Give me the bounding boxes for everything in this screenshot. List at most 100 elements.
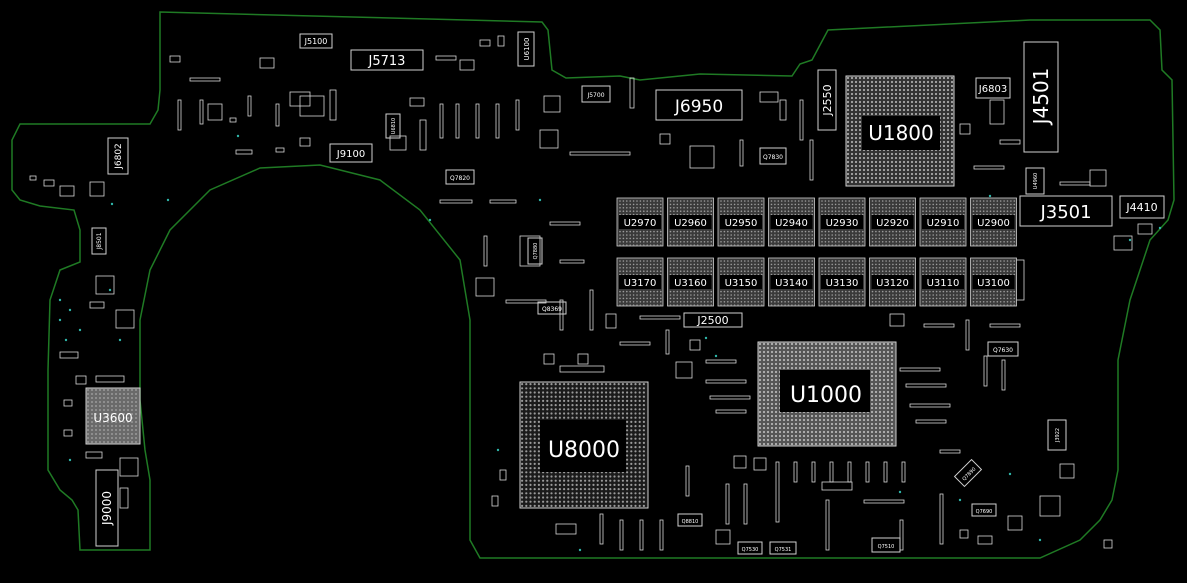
bga-ball [898, 207, 901, 209]
bga-ball [798, 442, 802, 446]
bga-ball [866, 350, 870, 354]
bga-ball [878, 112, 882, 116]
bga-ball [740, 230, 743, 233]
bga-ball [703, 260, 706, 262]
bga-ball [942, 108, 946, 112]
bga-ball [787, 207, 790, 209]
bga-ball [777, 244, 780, 246]
bga-ball [127, 409, 129, 411]
bga-ball [727, 244, 729, 246]
bga-ball [703, 207, 706, 209]
bga-ball [638, 412, 641, 415]
bga-ball [521, 475, 524, 478]
bga-ball [976, 294, 978, 296]
bga-ball [638, 425, 641, 428]
bga-ball [942, 237, 945, 240]
bga-ball [758, 374, 762, 378]
bga-ball [131, 389, 133, 391]
bga-ball [862, 430, 866, 434]
memory-chip-label-plate [770, 215, 813, 229]
bga-ball [584, 412, 587, 415]
bga-ball [831, 230, 833, 233]
bga-ball [874, 438, 878, 442]
bga-ball [874, 104, 878, 108]
bga-ball [733, 260, 736, 262]
bga-ball [646, 234, 648, 236]
bga-ball [882, 402, 886, 406]
bga-ball [720, 304, 722, 307]
bga-ball [821, 267, 823, 269]
bga-ball [700, 234, 702, 236]
bga-ball [890, 176, 894, 180]
bga-ball [878, 210, 881, 212]
bga-ball [932, 200, 934, 202]
bga-ball [656, 304, 659, 307]
bga-ball [878, 350, 882, 354]
bga-ball [854, 152, 858, 156]
bga-ball [537, 450, 541, 453]
bga-ball [791, 200, 793, 202]
bga-ball [766, 410, 770, 414]
bga-ball [649, 301, 652, 303]
bga-ball [730, 290, 732, 293]
bga-ball [584, 488, 587, 491]
bga-ball [870, 426, 874, 430]
bga-ball [838, 210, 840, 212]
bga-ball [634, 437, 637, 440]
bga-ball [720, 237, 722, 240]
bga-ball [592, 496, 595, 499]
bga-ball [888, 260, 891, 262]
bga-ball [621, 395, 625, 398]
bga-ball [638, 475, 641, 478]
bga-ball [777, 294, 780, 296]
bga-ball [851, 294, 854, 296]
bga-ball [882, 84, 886, 88]
bga-ball [629, 230, 631, 233]
bga-ball [929, 244, 931, 246]
bga-ball [875, 200, 877, 202]
bga-ball [537, 446, 541, 449]
bga-ball [696, 200, 699, 202]
bga-ball [696, 244, 699, 246]
bga-ball [673, 210, 675, 212]
bga-ball [537, 492, 541, 495]
bga-ball [858, 120, 862, 124]
bga-ball [622, 267, 625, 269]
bga-ball [946, 144, 950, 148]
bga-ball [939, 234, 941, 236]
board-outline [11, 11, 1175, 559]
bga-ball [693, 234, 696, 236]
bga-ball [834, 418, 838, 422]
bga-ball [683, 207, 685, 209]
bga-ball [630, 404, 633, 407]
bga-ball [115, 429, 117, 431]
bga-ball [521, 492, 524, 495]
bga-ball [982, 290, 985, 293]
bga-ball [858, 350, 862, 354]
bga-ball [851, 270, 854, 273]
bga-ball [550, 496, 553, 499]
bga-ball [918, 80, 922, 84]
bga-ball [999, 263, 1002, 266]
bga-ball [871, 203, 874, 206]
bga-ball [770, 230, 773, 233]
bga-ball [850, 92, 854, 96]
bga-ball [892, 244, 894, 246]
bga-ball [874, 398, 878, 402]
bga-ball [804, 304, 807, 307]
bga-ball [135, 425, 137, 427]
bga-ball [757, 260, 760, 262]
bga-ball [643, 290, 645, 293]
bga-ball [898, 263, 901, 266]
bga-ball [600, 395, 604, 398]
bga-ball [826, 426, 830, 430]
bga-ball [874, 350, 878, 354]
bga-ball [894, 160, 898, 164]
bga-ball [814, 434, 818, 438]
bga-ball [818, 354, 822, 358]
bga-ball [866, 362, 870, 366]
bga-ball [834, 200, 837, 202]
bga-ball [630, 441, 633, 444]
bga-ball [959, 237, 962, 240]
bga-ball [810, 422, 814, 426]
